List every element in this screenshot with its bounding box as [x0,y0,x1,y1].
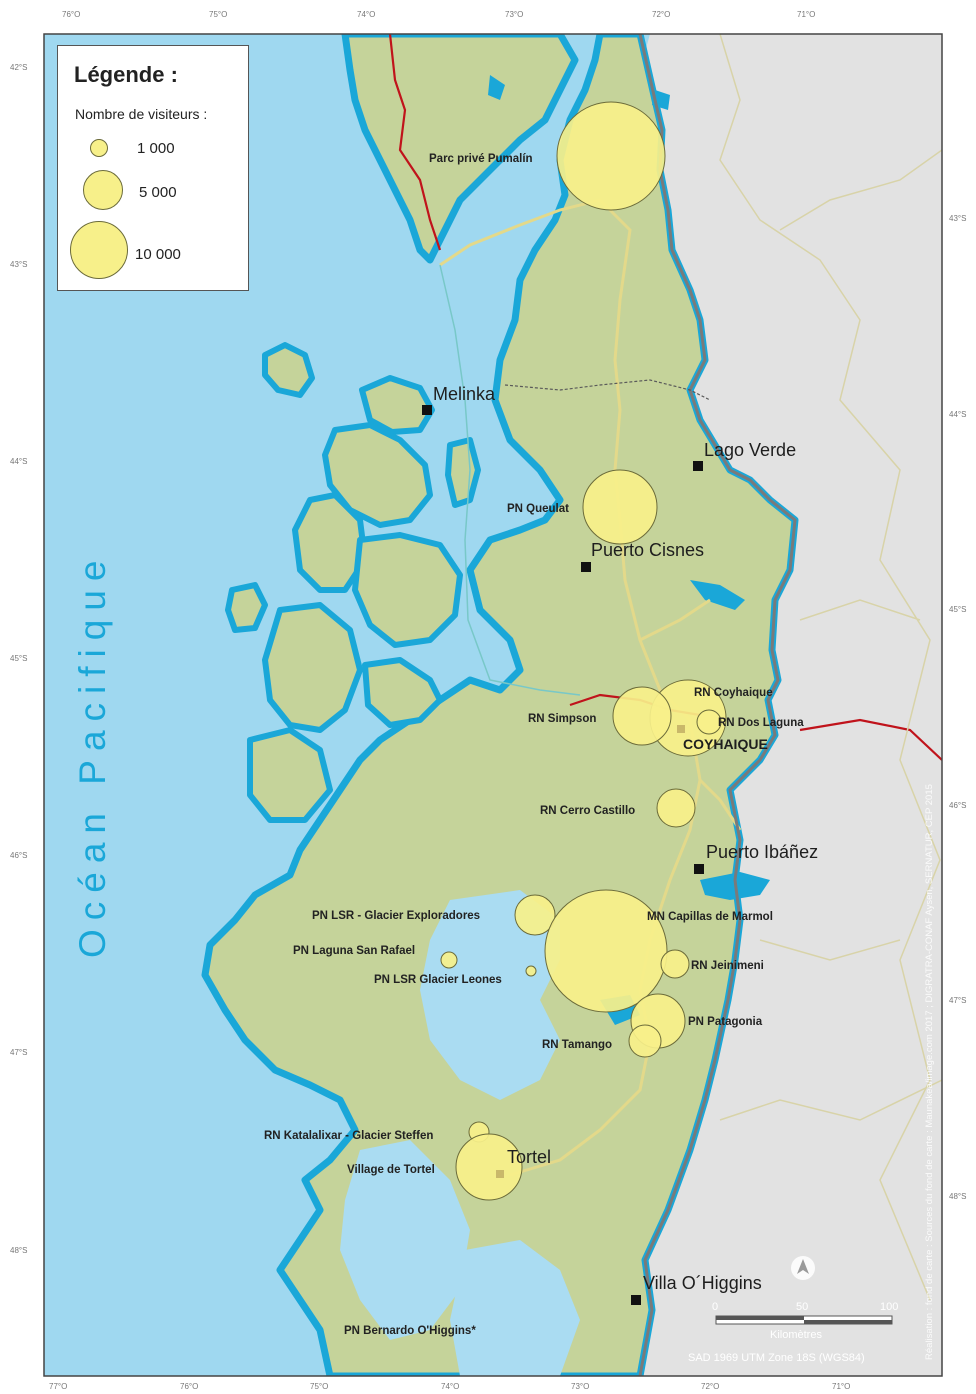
site-label-cerro-castillo: RN Cerro Castillo [540,805,635,817]
legend-label-5000: 5 000 [139,184,177,201]
site-label-katalalixar: RN Katalalixar - Glacier Steffen [264,1130,433,1142]
town-marker-melinka [422,405,432,415]
top-tick-72: 72°O [652,10,670,19]
tortel-marker [496,1170,504,1178]
left-tick-48: 48°S [10,1246,27,1255]
town-label-puerto-cisnes: Puerto Cisnes [591,540,704,560]
right-tick-47: 47°S [949,996,966,1005]
ice-fields [340,890,580,1376]
legend-subtitle: Nombre de visiteurs : [75,106,208,122]
top-tick-73: 73°O [505,10,523,19]
site-label-jeinimeni: RN Jeinimeni [691,960,764,972]
bottom-tick-73: 73°O [571,1382,589,1391]
scale-tick-50: 50 [796,1301,808,1313]
town-marker-puerto-ibanez [694,864,704,874]
left-tick-45: 45°S [10,654,27,663]
map-frame [43,33,943,1377]
right-tick-46: 46°S [949,801,966,810]
top-tick-75: 75°O [209,10,227,19]
right-tick-45: 45°S [949,605,966,614]
site-circle-dos-laguna [696,709,722,735]
bottom-tick-76: 76°O [180,1382,198,1391]
site-circle-tamango [628,1024,662,1058]
boundaries [504,34,942,1376]
site-label-pumalin: Parc privé Pumalín [429,153,533,165]
projection-label: SAD 1969 UTM Zone 18S (WGS84) [688,1352,865,1364]
capital-marker [677,725,685,733]
town-label-melinka: Melinka [433,384,496,404]
left-tick-47: 47°S [10,1048,27,1057]
scale-bar [715,1315,893,1325]
town-markers [422,405,704,1305]
scale-tick-0: 0 [712,1301,718,1313]
visitor-circles [440,101,727,1201]
credits-text: Réalisation : fond de carte : Sources du… [924,784,935,1360]
site-label-queulat: PN Queulat [507,503,569,515]
site-circle-jeinimeni [660,949,690,979]
site-label-dos-laguna: RN Dos Laguna [718,717,804,729]
bottom-tick-71: 71°O [832,1382,850,1391]
legend-label-1000: 1 000 [137,140,175,157]
site-label-simpson: RN Simpson [528,713,596,725]
town-label-villa-ohiggins: Villa O´Higgins [643,1273,762,1293]
legend-circle-10000 [70,221,128,279]
ferry-route [439,264,581,696]
town-marker-puerto-cisnes [581,562,591,572]
site-circle-simpson [612,686,672,746]
site-label-village-tortel: Village de Tortel [347,1164,435,1176]
site-label-patagonia: PN Patagonia [688,1016,763,1028]
scale-tick-100: 100 [880,1301,898,1313]
right-tick-48: 48°S [949,1192,966,1201]
left-tick-46: 46°S [10,851,27,860]
graticule: 76°O 75°O 74°O 73°O 72°O 71°O 77°O 76°O … [10,10,966,1391]
site-circle-glacier-leones [525,965,537,977]
bottom-tick-74: 74°O [441,1382,459,1391]
left-tick-42: 42°S [10,63,27,72]
site-circle-glacier-exploradores [514,894,556,936]
bottom-tick-77: 77°O [49,1382,67,1391]
site-label-bernardo-ohiggins: PN Bernardo O'Higgins* [344,1325,476,1337]
site-label-coyhaique: RN Coyhaique [694,687,773,699]
site-label-laguna-san-rafael: PN Laguna San Rafael [293,945,415,957]
north-arrow-icon [791,1256,815,1280]
top-tick-74: 74°O [357,10,375,19]
site-label-glacier-exploradores: PN LSR - Glacier Exploradores [312,910,480,922]
site-label-glacier-leones: PN LSR Glacier Leones [374,974,502,986]
ocean-label: Océan Pacifique [72,551,113,958]
bottom-tick-72: 72°O [701,1382,719,1391]
right-tick-43: 43°S [949,214,966,223]
site-circle-cerro-castillo [656,788,696,828]
town-marker-lago-verde [693,461,703,471]
site-label-capillas-marmol: MN Capillas de Marmol [647,911,773,923]
legend-circle-5000 [83,170,123,210]
left-tick-43: 43°S [10,260,27,269]
site-label-tamango: RN Tamango [542,1039,612,1051]
neighbor-land [640,34,942,1376]
legend: Légende : Nombre de visiteurs : 1 000 5 … [57,45,249,291]
scale-unit: Kilomètres [770,1329,822,1341]
site-circle-queulat [582,469,658,545]
town-label-tortel: Tortel [507,1147,551,1167]
site-circle-laguna-san-rafael [440,951,458,969]
bottom-tick-75: 75°O [310,1382,328,1391]
northern-peninsula [341,34,579,264]
left-tick-44: 44°S [10,457,27,466]
town-marker-villa-ohiggins [631,1295,641,1305]
archipelago [225,342,481,823]
legend-label-10000: 10 000 [135,246,181,263]
legend-circle-1000 [90,139,108,157]
legend-title: Légende : [74,62,178,87]
top-tick-76: 76°O [62,10,80,19]
town-label-lago-verde: Lago Verde [704,440,796,460]
town-label-puerto-ibanez: Puerto Ibáñez [706,842,818,862]
site-circle-capillas-marmol [544,889,668,1013]
top-tick-71: 71°O [797,10,815,19]
right-tick-44: 44°S [949,410,966,419]
capital-label: COYHAIQUE [683,736,768,752]
site-circle-village-tortel [455,1133,523,1201]
site-circle-pumalin [556,101,666,211]
